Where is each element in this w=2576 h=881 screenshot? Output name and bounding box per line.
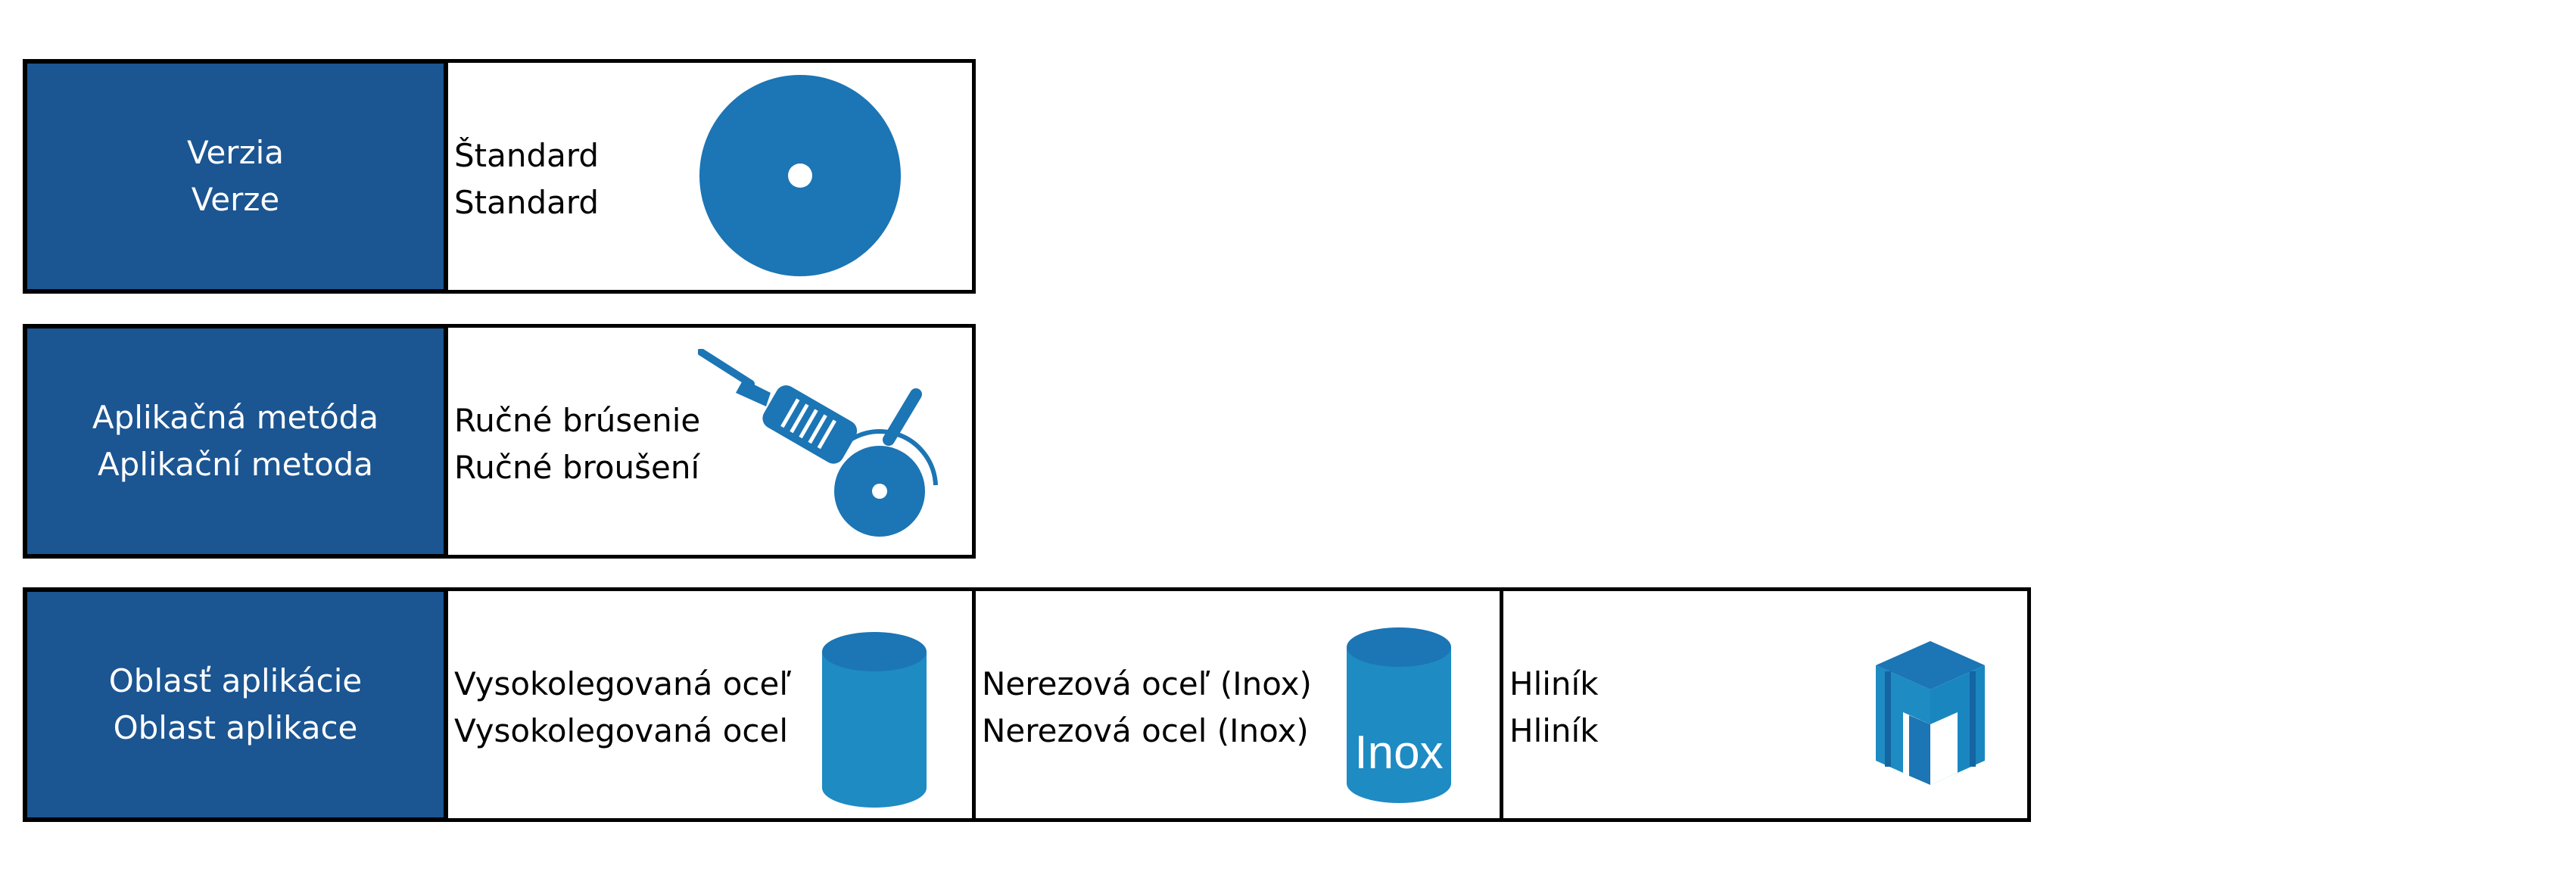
value-line-cz: Ručné broušení	[454, 449, 700, 486]
aluminium-cell: Hliník Hliník	[1503, 587, 2031, 822]
high-alloy-steel-text: Vysokolegovaná oceľ Vysokolegovaná ocel	[454, 661, 791, 755]
version-row: Verzia Verze Štandard Standard	[23, 59, 976, 294]
version-label-cell: Verzia Verze	[23, 59, 448, 294]
value-line-cz: Standard	[454, 184, 600, 221]
stainless-steel-text: Nerezová oceľ (Inox) Nerezová ocel (Inox…	[982, 661, 1312, 755]
label-line-cz: Verze	[191, 181, 280, 218]
label-line-sk: Aplikačná metóda	[92, 399, 379, 436]
application-area-row: Oblasť aplikácie Oblast aplikace Vysokol…	[23, 587, 2031, 822]
value-line-cz: Hliník	[1509, 712, 1599, 749]
stainless-steel-cell: Nerezová oceľ (Inox) Nerezová ocel (Inox…	[976, 587, 1503, 822]
label-line-cz: Aplikační metoda	[97, 446, 374, 483]
value-line-sk: Štandard	[454, 137, 600, 174]
application-method-value-cell: Ručné brúsenie Ručné broušení	[448, 324, 976, 559]
label-line-sk: Oblasť aplikácie	[108, 662, 363, 699]
application-method-label-cell: Aplikačná metóda Aplikační metoda	[23, 324, 448, 559]
label-line-cz: Oblast aplikace	[113, 709, 358, 746]
high-alloy-steel-cell: Vysokolegovaná oceľ Vysokolegovaná ocel	[448, 587, 976, 822]
steel-cylinder-icon	[822, 632, 927, 808]
version-value-cell: Štandard Standard	[448, 59, 976, 294]
value-line-sk: Vysokolegovaná oceľ	[454, 665, 792, 702]
angle-grinder-icon	[698, 349, 938, 537]
value-line-sk: Ručné brúsenie	[454, 402, 701, 439]
application-method-value-text: Ručné brúsenie Ručné broušení	[454, 397, 700, 491]
value-line-sk: Hliník	[1509, 665, 1599, 702]
aluminium-profile-icon	[1876, 641, 1985, 785]
application-area-label-cell: Oblasť aplikácie Oblast aplikace	[23, 587, 448, 822]
label-line-sk: Verzia	[186, 134, 285, 171]
version-value-text: Štandard Standard	[454, 132, 599, 226]
inox-icon-text: Inox	[1354, 727, 1443, 779]
inox-cylinder-icon: Inox	[1347, 627, 1451, 803]
application-method-row: Aplikačná metóda Aplikační metoda Ručné …	[23, 324, 976, 559]
value-line-cz: Vysokolegovaná ocel	[454, 712, 789, 749]
value-line-cz: Nerezová ocel (Inox)	[982, 712, 1309, 749]
cutting-disc-icon	[699, 75, 901, 276]
aluminium-text: Hliník Hliník	[1509, 661, 1599, 755]
value-line-sk: Nerezová oceľ (Inox)	[982, 665, 1312, 702]
